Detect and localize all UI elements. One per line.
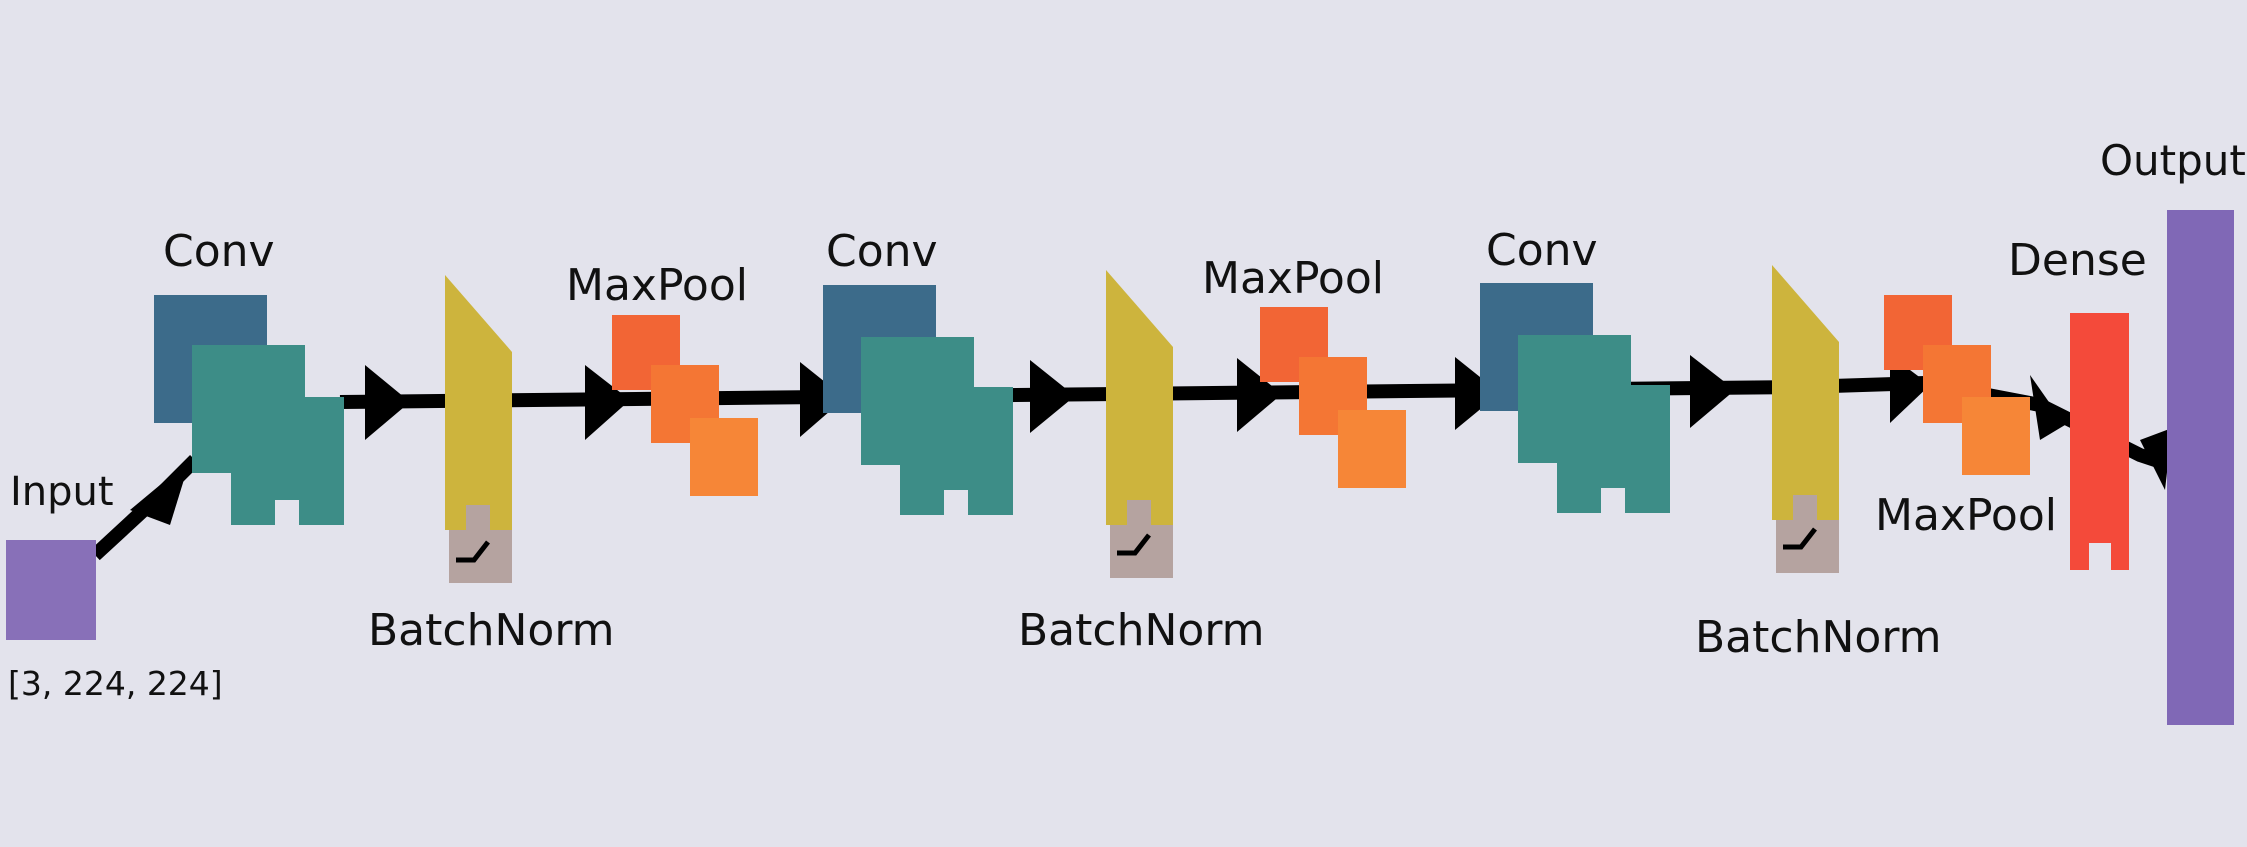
maxpool-label: MaxPool (1202, 253, 1384, 304)
conv-block (1557, 385, 1670, 513)
arrow-head (1690, 355, 1735, 428)
conv-layer-2: Conv (823, 226, 1013, 515)
dense-label: Dense (2008, 235, 2147, 286)
maxpool-block (1962, 397, 2030, 475)
conv-label: Conv (1486, 225, 1598, 276)
maxpool-block (690, 418, 758, 496)
relu-box (1776, 495, 1839, 573)
batchnorm-block (1106, 270, 1173, 525)
output-block (2167, 210, 2234, 725)
batchnorm-label: BatchNorm (1018, 605, 1265, 656)
dense-block (2070, 313, 2129, 570)
conv-block (900, 387, 1013, 515)
batchnorm-layer-2: BatchNorm (1018, 270, 1265, 656)
conv-block (231, 397, 344, 525)
input-label: Input (10, 469, 114, 515)
arrow-head (365, 365, 410, 440)
conv-layer-1: Conv (154, 226, 344, 525)
relu-icon (456, 540, 490, 563)
conv-label: Conv (826, 226, 938, 277)
maxpool-layer-3: MaxPool (1875, 295, 2057, 541)
batchnorm-block (1772, 265, 1839, 520)
maxpool-block (1338, 410, 1406, 488)
arrow-head (1890, 355, 1930, 423)
arrow-head (2030, 375, 2065, 440)
relu-icon (1117, 533, 1151, 556)
input-shape-text: [3, 224, 224] (8, 664, 223, 703)
relu-box (449, 505, 512, 583)
relu-box (1110, 500, 1173, 578)
input-layer: Input [3, 224, 224] (6, 469, 223, 703)
arrow-head (1237, 358, 1282, 432)
arrow-head (585, 365, 630, 440)
conv-layer-3: Conv (1480, 225, 1670, 513)
maxpool-layer-1: MaxPool (566, 260, 758, 496)
batchnorm-layer-3: BatchNorm (1695, 265, 1942, 663)
arrow-head (1455, 357, 1500, 430)
batchnorm-label: BatchNorm (368, 605, 615, 656)
arrowheads (130, 355, 2172, 525)
relu-icon (1783, 527, 1817, 550)
arrow-head (2140, 428, 2172, 490)
batchnorm-layer-1: BatchNorm (368, 275, 615, 656)
arrow-head (800, 362, 845, 437)
maxpool-label: MaxPool (566, 260, 748, 311)
dense-layer: Dense (2008, 235, 2147, 570)
output-label: Output (2100, 136, 2246, 185)
input-block (6, 540, 96, 640)
batchnorm-block (445, 275, 512, 530)
batchnorm-label: BatchNorm (1695, 612, 1942, 663)
maxpool-label: MaxPool (1875, 490, 2057, 541)
maxpool-layer-2: MaxPool (1202, 253, 1406, 488)
output-layer: Output (2100, 136, 2246, 725)
arrow-head (130, 460, 190, 525)
arrow-head (1030, 360, 1075, 433)
conv-label: Conv (163, 226, 275, 277)
